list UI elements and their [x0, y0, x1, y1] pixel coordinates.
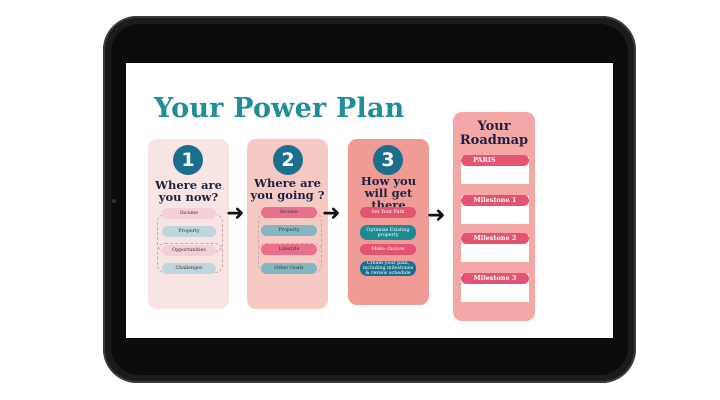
roadmap-destination: PARIS — [461, 155, 529, 166]
milestone-label: Milestone 1 — [461, 195, 529, 206]
camera-icon — [112, 199, 116, 203]
step-heading-3: How you will get there — [348, 175, 429, 211]
step-heading-1: Where are you now? — [148, 179, 229, 203]
step-item: Create your plan, including milestones &… — [360, 261, 416, 276]
heading-line: you going ? — [250, 188, 325, 202]
step-number-3: 3 — [373, 145, 403, 175]
step-number-2: 2 — [273, 145, 303, 175]
step-number-1: 1 — [173, 145, 203, 175]
heading-line: you now? — [158, 190, 219, 204]
step-item: Income — [162, 208, 216, 219]
right-arrow-icon: ➜ — [427, 203, 446, 228]
step-heading-2: Where are you going ? — [247, 177, 328, 201]
step-item: Property — [261, 225, 317, 236]
milestone-label: Milestone 2 — [461, 233, 529, 244]
step-item: Lifestyle — [261, 244, 317, 255]
roadmap-title-line: Roadmap — [459, 133, 529, 148]
step-item: Challenges — [162, 263, 216, 274]
right-arrow-icon: ➜ — [226, 201, 245, 226]
heading-line: How you — [360, 174, 417, 188]
roadmap-title-line: Your — [477, 119, 511, 134]
step-item: Other Goals — [261, 263, 317, 274]
heading-line: Where are — [155, 178, 222, 192]
step-item: Income — [261, 207, 317, 218]
page-title: Your Power Plan — [154, 93, 405, 124]
step-item: Set Your Path — [360, 207, 416, 218]
roadmap-title: Your Roadmap — [453, 120, 535, 148]
right-arrow-icon: ➜ — [322, 201, 341, 226]
heading-line: Where are — [254, 176, 321, 190]
step-item: Optimise Existing property — [360, 225, 416, 240]
step-item: Make choices — [360, 244, 416, 255]
step-item: Opportunities — [162, 245, 216, 256]
step-item: Property — [162, 226, 216, 237]
milestone-label: Milestone 3 — [461, 273, 529, 284]
